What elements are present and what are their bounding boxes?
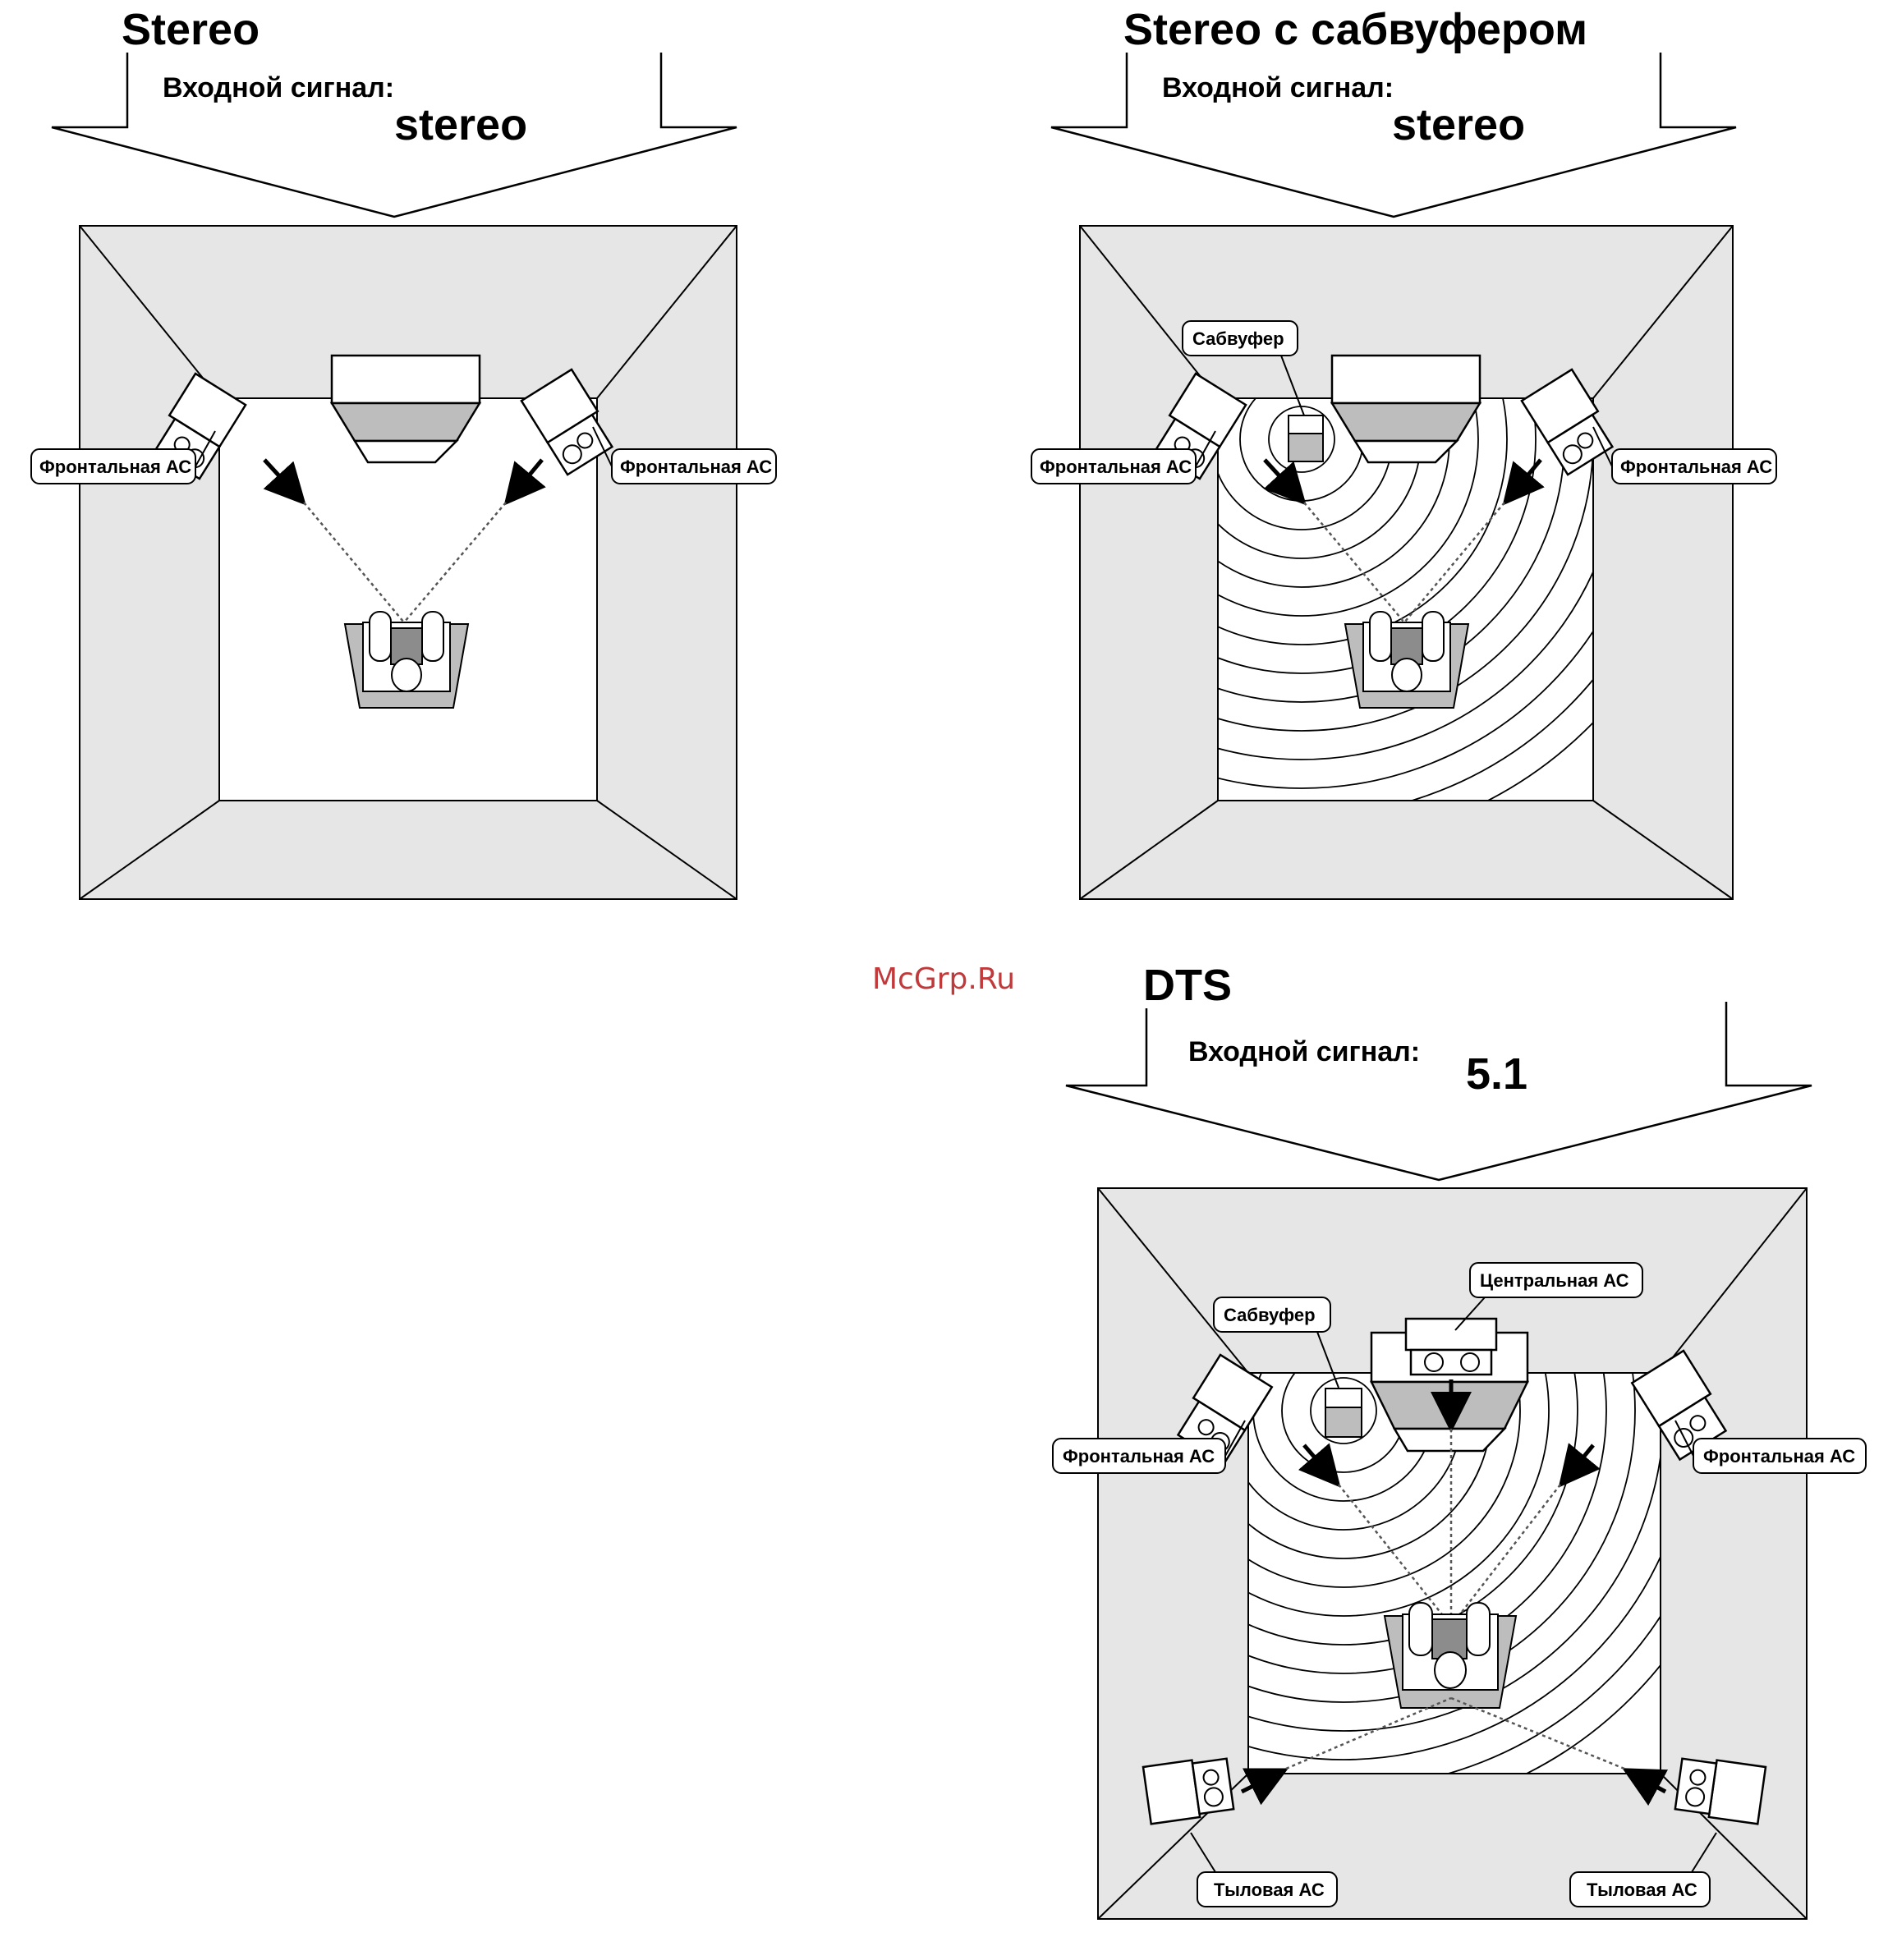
watermark: McGrp.Ru	[872, 962, 1015, 996]
diagram-stereo: Stereo Входной сигнал: stereo	[31, 5, 776, 899]
input-signal-value: stereo	[1392, 100, 1525, 149]
input-signal-label: Входной сигнал:	[163, 72, 394, 103]
input-signal-value: 5.1	[1466, 1049, 1527, 1099]
listener-chair-icon	[345, 612, 468, 708]
svg-text:Тыловая АС: Тыловая АС	[1214, 1880, 1325, 1900]
input-arrow	[1066, 1002, 1812, 1180]
svg-text:Фронтальная АС: Фронтальная АС	[1040, 457, 1192, 477]
input-signal-label: Входной сигнал:	[1188, 1036, 1420, 1067]
svg-text:Фронтальная АС: Фронтальная АС	[1063, 1446, 1215, 1467]
listener-chair-icon	[1345, 612, 1468, 708]
svg-text:Фронтальная АС: Фронтальная АС	[620, 457, 772, 477]
diagram-title: DTS	[1143, 961, 1232, 1010]
diagram-stereo-subwoofer: Stereo с сабвуфером Входной сигнал: ster…	[895, 5, 1776, 899]
svg-text:Центральная АС: Центральная АС	[1480, 1270, 1629, 1291]
listener-chair-icon	[1385, 1603, 1516, 1708]
svg-text:Фронтальная АС: Фронтальная АС	[1703, 1446, 1855, 1467]
svg-text:Фронтальная АС: Фронтальная АС	[39, 457, 191, 477]
diagram-title: Stereo	[122, 5, 260, 54]
diagram-title: Stereo с сабвуфером	[1123, 5, 1587, 54]
svg-text:Сабвуфер: Сабвуфер	[1224, 1305, 1316, 1325]
input-signal-value: stereo	[394, 100, 527, 149]
diagram-dts: DTS Входной сигнал: 5.1	[937, 961, 1866, 1919]
svg-text:Тыловая АС: Тыловая АС	[1587, 1880, 1697, 1900]
subwoofer-icon	[1289, 415, 1323, 461]
svg-text:Сабвуфер: Сабвуфер	[1192, 328, 1284, 349]
input-signal-label: Входной сигнал:	[1162, 72, 1394, 103]
svg-text:Фронтальная АС: Фронтальная АС	[1620, 457, 1772, 477]
room	[80, 226, 737, 899]
center-speaker-icon	[1406, 1319, 1496, 1375]
room	[1080, 226, 1733, 899]
subwoofer-icon	[1325, 1389, 1362, 1437]
